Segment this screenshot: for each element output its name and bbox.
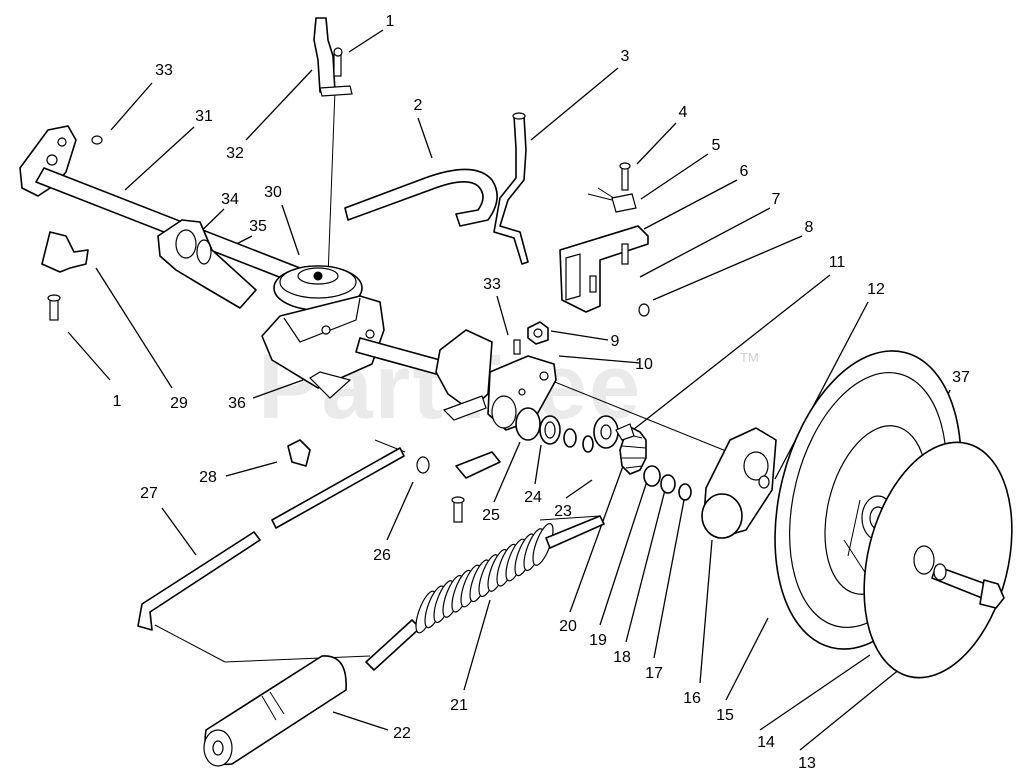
gearbox-36	[261, 295, 441, 399]
watermark-tm: TM	[740, 350, 759, 365]
nut-9	[527, 321, 549, 345]
callout-c18: 18	[613, 649, 631, 666]
callout-c23: 23	[554, 503, 572, 520]
bolt-13	[931, 563, 1005, 609]
grip-22	[203, 655, 347, 767]
spring-21	[365, 515, 605, 671]
callout-c2: 2	[414, 97, 423, 114]
clip-25	[451, 451, 501, 523]
callout-c15: 15	[716, 707, 734, 724]
callout-c13: 13	[798, 755, 816, 772]
callout-c21: 21	[450, 697, 468, 714]
hub-cover-16	[701, 427, 777, 539]
callout-c12: 12	[867, 281, 885, 298]
shift-rod-28	[271, 439, 430, 529]
callout-c25: 25	[482, 507, 500, 524]
callout-c26: 26	[373, 547, 391, 564]
callout-c5: 5	[712, 137, 721, 154]
callout-c24: 24	[524, 489, 542, 506]
callout-c19: 19	[589, 632, 607, 649]
callout-c34: 34	[221, 191, 239, 208]
pulley-30	[273, 265, 363, 311]
belt-2	[344, 168, 498, 227]
callout-c1a: 1	[386, 13, 395, 30]
hub-plate-10	[435, 329, 557, 431]
callout-c30: 30	[264, 184, 282, 201]
hubcap-14	[863, 441, 1013, 679]
callout-c8: 8	[805, 219, 814, 236]
callout-c1b: 1	[113, 393, 122, 410]
callout-c33b: 33	[483, 276, 501, 293]
callout-c7: 7	[772, 191, 781, 208]
callout-labels: 1123456789101112131415161718192021222324…	[113, 13, 970, 772]
callout-c10: 10	[635, 356, 653, 373]
bracket-32	[313, 17, 353, 97]
drive-stack	[515, 407, 692, 501]
callout-c20: 20	[559, 618, 577, 635]
rod-3	[493, 112, 529, 265]
callout-c29: 29	[170, 395, 188, 412]
callout-c3: 3	[621, 48, 630, 65]
callout-c4: 4	[679, 104, 688, 121]
callout-c35: 35	[249, 218, 267, 235]
callout-c11: 11	[829, 254, 846, 271]
spring-5	[587, 162, 637, 213]
bracket-6	[559, 225, 650, 317]
callout-c28: 28	[199, 469, 217, 486]
lever-27	[137, 531, 261, 631]
callout-c22: 22	[393, 725, 411, 742]
callout-c9: 9	[611, 333, 620, 350]
callout-c36: 36	[228, 395, 246, 412]
bracket-29	[41, 231, 89, 321]
callout-c17: 17	[645, 665, 663, 682]
callout-c27: 27	[140, 485, 158, 502]
callout-c32: 32	[226, 145, 244, 162]
collar-34	[157, 219, 257, 309]
callout-c33a: 33	[155, 62, 173, 79]
callout-c14: 14	[757, 734, 775, 751]
callout-c16: 16	[683, 690, 701, 707]
callout-c6: 6	[740, 163, 749, 180]
callout-c37: 37	[952, 369, 970, 386]
callout-c31: 31	[195, 108, 213, 125]
